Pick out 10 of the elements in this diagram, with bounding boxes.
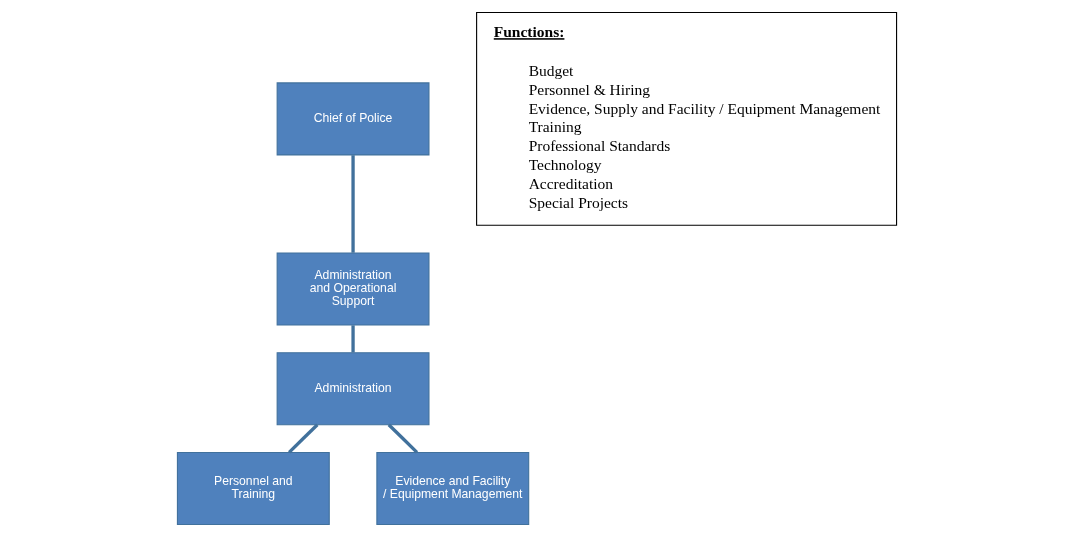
connector (351, 325, 355, 353)
node-box: Administration and Operational Support (276, 252, 430, 326)
node-box: Personnel and Training (176, 451, 330, 525)
connector (387, 423, 419, 454)
connector (351, 155, 355, 253)
connector (288, 423, 319, 454)
node-box: Functions: Budget Personnel & Hiring Evidence, Supply and Facility / Equipment Management Training Professional Standards Technology Accreditation Special Projects (476, 12, 898, 226)
node-box: Evidence and Facility / Equipment Management (376, 451, 530, 525)
node-box: Chief of Police (276, 82, 430, 156)
node-box: Administration (276, 352, 430, 426)
